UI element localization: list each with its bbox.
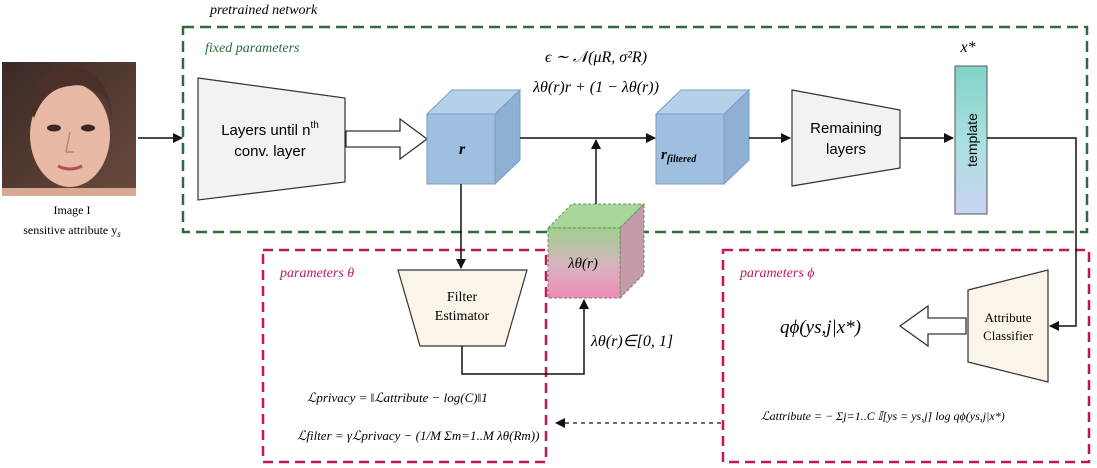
parameters-phi-region (721, 248, 1091, 464)
template-label: template (964, 113, 980, 167)
filter-label-line2: Estimator (435, 309, 490, 324)
layers-label-line2: conv. layer (234, 143, 305, 160)
sensitive-attribute-caption: sensitive attribute ys (23, 223, 121, 239)
fixed-parameters-label: fixed parameters (205, 41, 300, 56)
noise-equation: ϵ ∼ 𝒩(μR, σ²R) (545, 49, 647, 66)
lambda-range-label: λθ(r)∈[0, 1] (590, 333, 673, 350)
template-bar (954, 65, 988, 215)
layers-until-nth-block (197, 77, 346, 201)
r-filtered-cube (654, 88, 751, 186)
filter-estimator-block (397, 269, 528, 347)
filter-label-line1: Filter (447, 290, 478, 305)
output-probability: qϕ(ys,j|x*) (780, 317, 861, 338)
template-to-classifier-arrow (987, 137, 1077, 331)
image-caption: Image I (54, 203, 91, 217)
l-privacy-equation: ℒprivacy = ‖ℒattribute − log(C)‖1 (307, 390, 488, 405)
parameters-theta-label: parameters θ (279, 266, 354, 281)
layers-label-line1: Layers until nth (221, 120, 319, 139)
fixed-parameters-region (181, 25, 1089, 234)
remaining-layers-block (791, 89, 901, 187)
lambda-cube (546, 202, 646, 300)
parameters-theta-region (261, 248, 548, 464)
mix-equation: λθ(r)r + (1 − λθ(r)) (532, 79, 659, 96)
l-attribute-equation: ℒattribute = − Σj=1..C 𝕀[ys = ys,j] log … (761, 409, 1005, 423)
r-filtered-label: rfiltered (661, 147, 697, 165)
input-face-image (2, 62, 136, 196)
filter-to-lambda-arrow (461, 299, 589, 375)
attribute-classifier-block (967, 269, 1049, 383)
classifier-label-line2: Classifier (983, 328, 1033, 343)
hollow-arrow-layers-to-r (345, 117, 429, 161)
classifier-label-line1: Attribute (985, 310, 1032, 325)
remaining-label-line1: Remaining (810, 120, 882, 137)
lambda-cube-label: λθ(r) (567, 256, 598, 272)
r-label: r (459, 141, 466, 158)
hollow-arrow-classifier-to-output (898, 304, 967, 348)
pretrained-network-label: pretrained network (209, 3, 318, 18)
l-filter-equation: ℒfilter = γℒprivacy − (1/M Σm=1..M λθ(Rm… (297, 428, 539, 443)
remaining-label-line2: layers (826, 141, 866, 158)
parameters-phi-label: parameters ϕ (739, 266, 815, 281)
template-x-star: x* (959, 39, 975, 56)
r-feature-cube (425, 88, 522, 186)
